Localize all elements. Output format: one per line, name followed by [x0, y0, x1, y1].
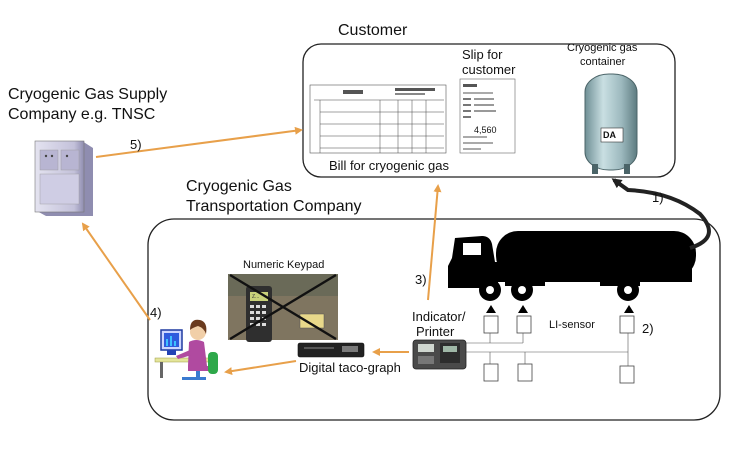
cryogenic-tank — [584, 73, 638, 174]
li-sensors — [483, 315, 635, 384]
slip-label-line2: customer — [462, 62, 516, 77]
numeric-keypad-photo — [228, 273, 338, 342]
customer-slip — [459, 78, 516, 154]
bill-label: Bill for cryogenic gas — [329, 158, 449, 173]
step-5-label: 5) — [130, 137, 142, 152]
step-2-label: 2) — [642, 321, 654, 336]
customer-label: Customer — [338, 22, 408, 39]
digital-tacograph — [297, 342, 365, 358]
indicator-label-line1: Indicator/ — [412, 309, 466, 324]
tacograph-label: Digital taco-graph — [299, 360, 401, 375]
tank-truck — [448, 231, 696, 301]
container-label-line2: container — [580, 56, 626, 68]
transport-company-frame — [147, 218, 721, 421]
slip-amount: 4,560 — [474, 125, 497, 135]
data-flow-arrows — [81, 126, 442, 376]
sensor-marker — [624, 305, 634, 313]
hose-arrow — [611, 178, 711, 250]
slip-label-line1: Slip for — [462, 47, 503, 62]
container-logo: DA — [603, 130, 616, 140]
customer-frame — [302, 43, 676, 178]
container-label-line1: Cryogenic gas — [567, 42, 638, 54]
keypad-screen-text: Z... — [252, 294, 260, 300]
supply-company-label-line1: Cryogenic Gas Supply — [8, 86, 168, 103]
indicator-printer — [412, 339, 467, 370]
bill-document — [309, 84, 447, 154]
sensor-marker — [486, 305, 496, 313]
step-1-label: 1) — [652, 190, 664, 205]
li-sensor-label: LI-sensor — [549, 319, 595, 331]
step-3-label: 3) — [415, 272, 427, 287]
transport-company-label-line1: Cryogenic Gas — [186, 178, 292, 195]
sensor-cables — [466, 333, 629, 366]
step-4-label: 4) — [150, 305, 162, 320]
supply-company-label-line2: Company e.g. TNSC — [8, 106, 156, 123]
sensor-marker — [518, 305, 528, 313]
operator-at-computer — [154, 319, 218, 380]
transport-company-label-line2: Transportation Company — [186, 198, 362, 215]
keypad-label: Numeric Keypad — [243, 259, 325, 271]
supply-cabinet — [34, 140, 93, 216]
indicator-label-line2: Printer — [416, 324, 455, 339]
